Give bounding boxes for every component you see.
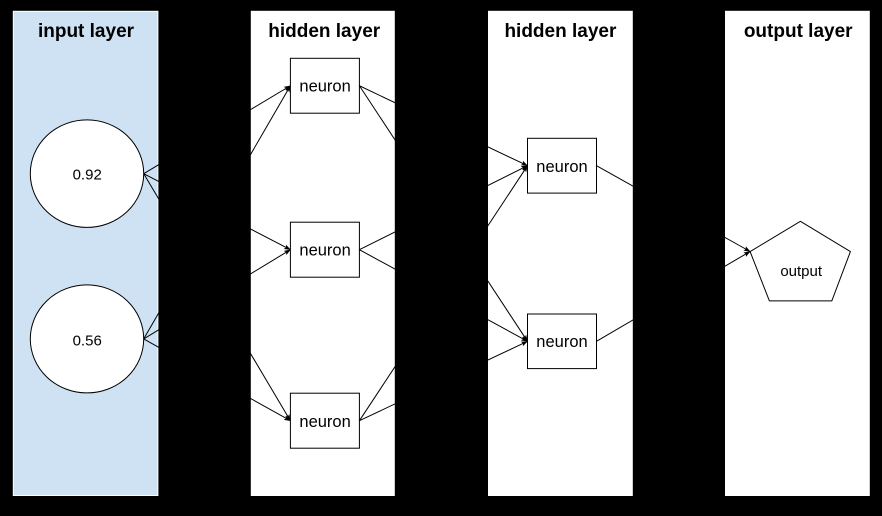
svg-text:output layer: output layer (744, 21, 853, 42)
svg-text:0.56: 0.56 (73, 333, 102, 350)
svg-text:0.92: 0.92 (73, 166, 102, 183)
svg-text:hidden layer: hidden layer (268, 21, 381, 42)
svg-text:hidden layer: hidden layer (504, 21, 617, 42)
svg-text:input layer: input layer (38, 21, 135, 42)
svg-text:output: output (780, 263, 823, 280)
svg-text:neuron: neuron (299, 242, 350, 260)
svg-text:neuron: neuron (536, 333, 587, 351)
svg-text:neuron: neuron (536, 158, 587, 176)
svg-text:neuron: neuron (299, 77, 350, 95)
svg-text:neuron: neuron (299, 413, 350, 431)
